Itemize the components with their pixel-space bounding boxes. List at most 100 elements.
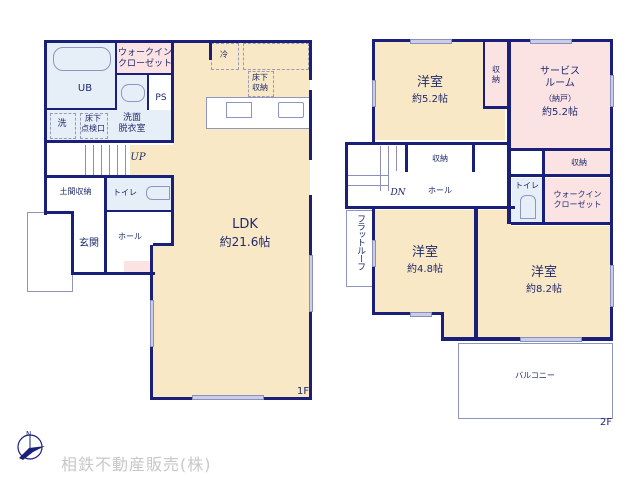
- ps-box: [150, 88, 172, 108]
- wall: [345, 142, 348, 208]
- hall-2f-label: ホール: [428, 186, 452, 195]
- wall: [511, 174, 613, 177]
- washroom: [47, 110, 173, 140]
- stair-tread: [101, 145, 102, 175]
- toilet-1f-label: トイレ: [113, 188, 137, 197]
- hall-shoe-box: [124, 261, 153, 275]
- wall: [372, 39, 613, 42]
- wall: [209, 40, 312, 43]
- wall: [44, 40, 214, 43]
- wall: [542, 148, 545, 224]
- wall: [372, 312, 444, 315]
- window: [150, 300, 154, 347]
- entrance-storage-label: 土間収納: [59, 187, 92, 196]
- wall: [44, 40, 47, 178]
- toilet-bowl-icon: [146, 186, 170, 200]
- window: [610, 75, 614, 107]
- underfloor-storage-label: 床下 収納: [252, 73, 268, 92]
- company-name: 相鉄不動産販売(株): [61, 455, 212, 474]
- wall: [472, 142, 475, 172]
- western-room-2: [375, 210, 475, 312]
- stair-tread: [109, 145, 110, 175]
- wall: [104, 178, 107, 272]
- stair-tread: [117, 145, 118, 175]
- ps-label: PS: [155, 93, 167, 103]
- compass-north-icon: N: [15, 430, 49, 464]
- stairs-landing-beige: [130, 145, 173, 175]
- stair-tread: [348, 175, 388, 176]
- stair-tread: [348, 185, 388, 186]
- flat-roof: [346, 210, 373, 287]
- stair-tread: [85, 145, 86, 175]
- ldk-name-label: LDK: [232, 217, 258, 232]
- window: [309, 255, 313, 312]
- floor-label-2f: 2F: [600, 417, 613, 428]
- wall: [47, 108, 115, 110]
- entrance-1f: [73, 212, 103, 272]
- flat-roof-label: フラットルーフ: [355, 214, 365, 270]
- window: [372, 240, 376, 267]
- sink-icon: [226, 102, 252, 118]
- western-room-3: [478, 226, 610, 337]
- wall: [107, 210, 173, 212]
- western-room-1: [375, 42, 485, 140]
- sink-area: [117, 75, 147, 110]
- walkin-closet-1f-label: ウォークイン クローゼット: [117, 48, 172, 69]
- service-room-name: サービス ルーム: [540, 66, 580, 89]
- stair-tread: [380, 146, 381, 191]
- wall: [441, 312, 444, 340]
- service-room-size: 約5.2帖: [542, 107, 578, 118]
- western-room-1-door-area: [475, 108, 505, 140]
- wall: [44, 140, 174, 143]
- window: [372, 80, 376, 107]
- wall: [117, 73, 173, 75]
- entrance-label: 玄関: [79, 238, 99, 249]
- stairs-1f: [47, 145, 130, 175]
- wall: [44, 211, 74, 214]
- service-room: [511, 42, 610, 148]
- washing-machine-space: [50, 113, 76, 139]
- western-room-2-size: 約4.8帖: [407, 264, 443, 275]
- compass-north-label: N: [26, 430, 32, 438]
- walkin-closet-2f: [545, 178, 610, 224]
- storage-b-label: 収納: [432, 154, 448, 163]
- underfloor-inspection-label: 床下 点検口: [81, 114, 105, 133]
- stair-tread: [388, 146, 389, 191]
- wall: [610, 39, 613, 339]
- wall: [115, 43, 117, 110]
- wall: [309, 40, 312, 80]
- balcony: [458, 343, 613, 419]
- entrance-storage-1f: [47, 177, 104, 212]
- washing-machine-label: 洗: [57, 119, 67, 129]
- hall-1f-label: ホール: [118, 232, 142, 241]
- wall: [71, 272, 155, 275]
- wall: [405, 142, 408, 172]
- hall-2f: [348, 146, 510, 206]
- western-room-3-upper: [478, 210, 512, 226]
- window: [192, 395, 264, 400]
- ub-label: UB: [77, 83, 93, 94]
- balcony-label: バルコニー: [515, 371, 555, 380]
- porch: [27, 212, 73, 292]
- stove-icon: [278, 102, 304, 118]
- western-room-1-size: 約5.2帖: [412, 94, 448, 105]
- floor-label-1f: 1F: [297, 386, 310, 397]
- pantry-space: [243, 43, 309, 70]
- wall: [71, 211, 74, 274]
- walkin-closet-2f-label: ウォークイン クローゼット: [553, 190, 602, 209]
- underfloor-inspection-space: [80, 113, 108, 139]
- walkin-closet-1f: [117, 43, 173, 73]
- sink-basin-icon: [121, 84, 145, 102]
- wall: [483, 42, 485, 108]
- wall: [309, 195, 312, 255]
- window: [410, 39, 452, 44]
- underfloor-storage-box: [248, 71, 274, 97]
- wall: [309, 90, 312, 160]
- western-room-3-name: 洋室: [530, 265, 557, 280]
- wall: [309, 310, 312, 400]
- stair-tread: [125, 145, 126, 175]
- stairs-up-label: UP: [130, 152, 146, 163]
- washroom-label: 洗面 脱衣室: [118, 113, 146, 134]
- wall: [511, 148, 613, 151]
- stair-tread: [93, 145, 94, 175]
